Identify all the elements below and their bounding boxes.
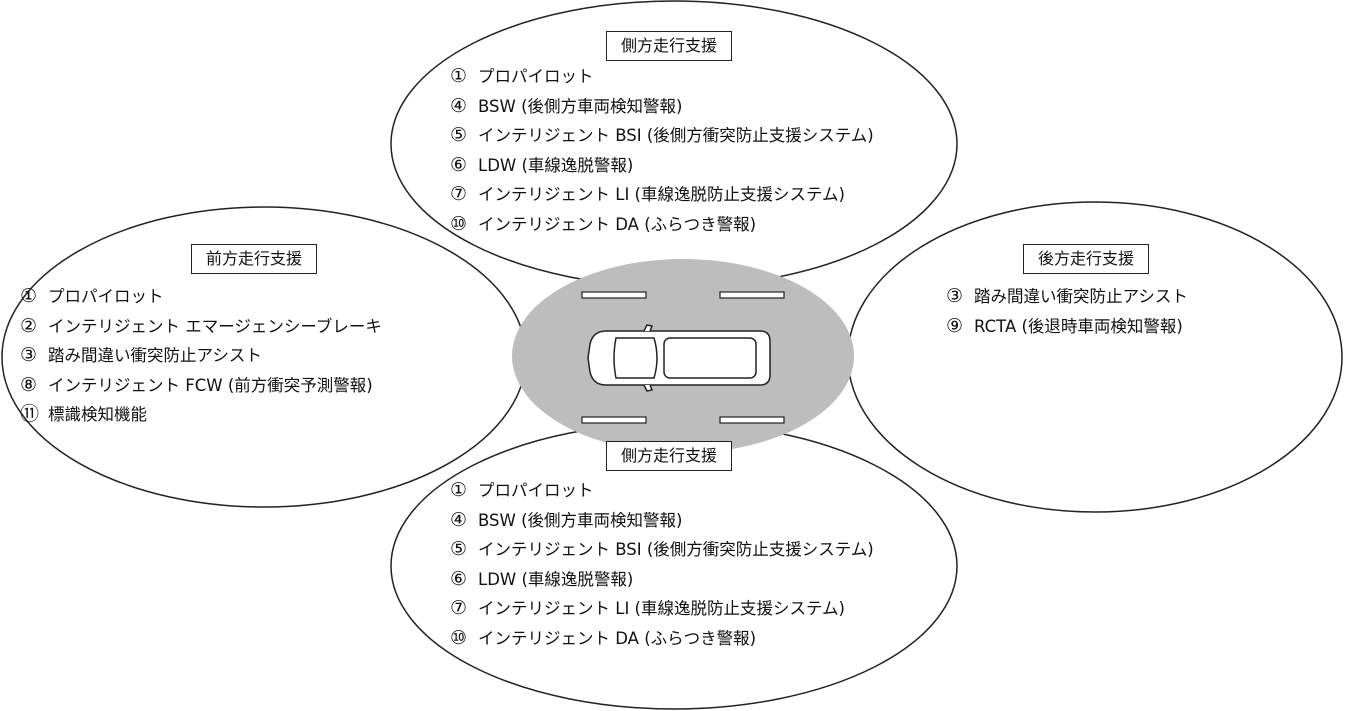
side-top-title: 側方走行支援: [606, 31, 733, 61]
side-bottom-title: 側方走行支援: [606, 441, 733, 471]
lane-mark-bottom-right: [719, 416, 785, 424]
lane-mark-top-right: [719, 291, 785, 299]
front-title: 前方走行支援: [191, 244, 318, 274]
rear-title: 後方走行支援: [1023, 244, 1150, 274]
lane-mark-top-left: [581, 291, 647, 299]
lane-marks: [581, 291, 785, 424]
lane-mark-bottom-left: [581, 416, 647, 424]
car-icon: [587, 324, 771, 392]
